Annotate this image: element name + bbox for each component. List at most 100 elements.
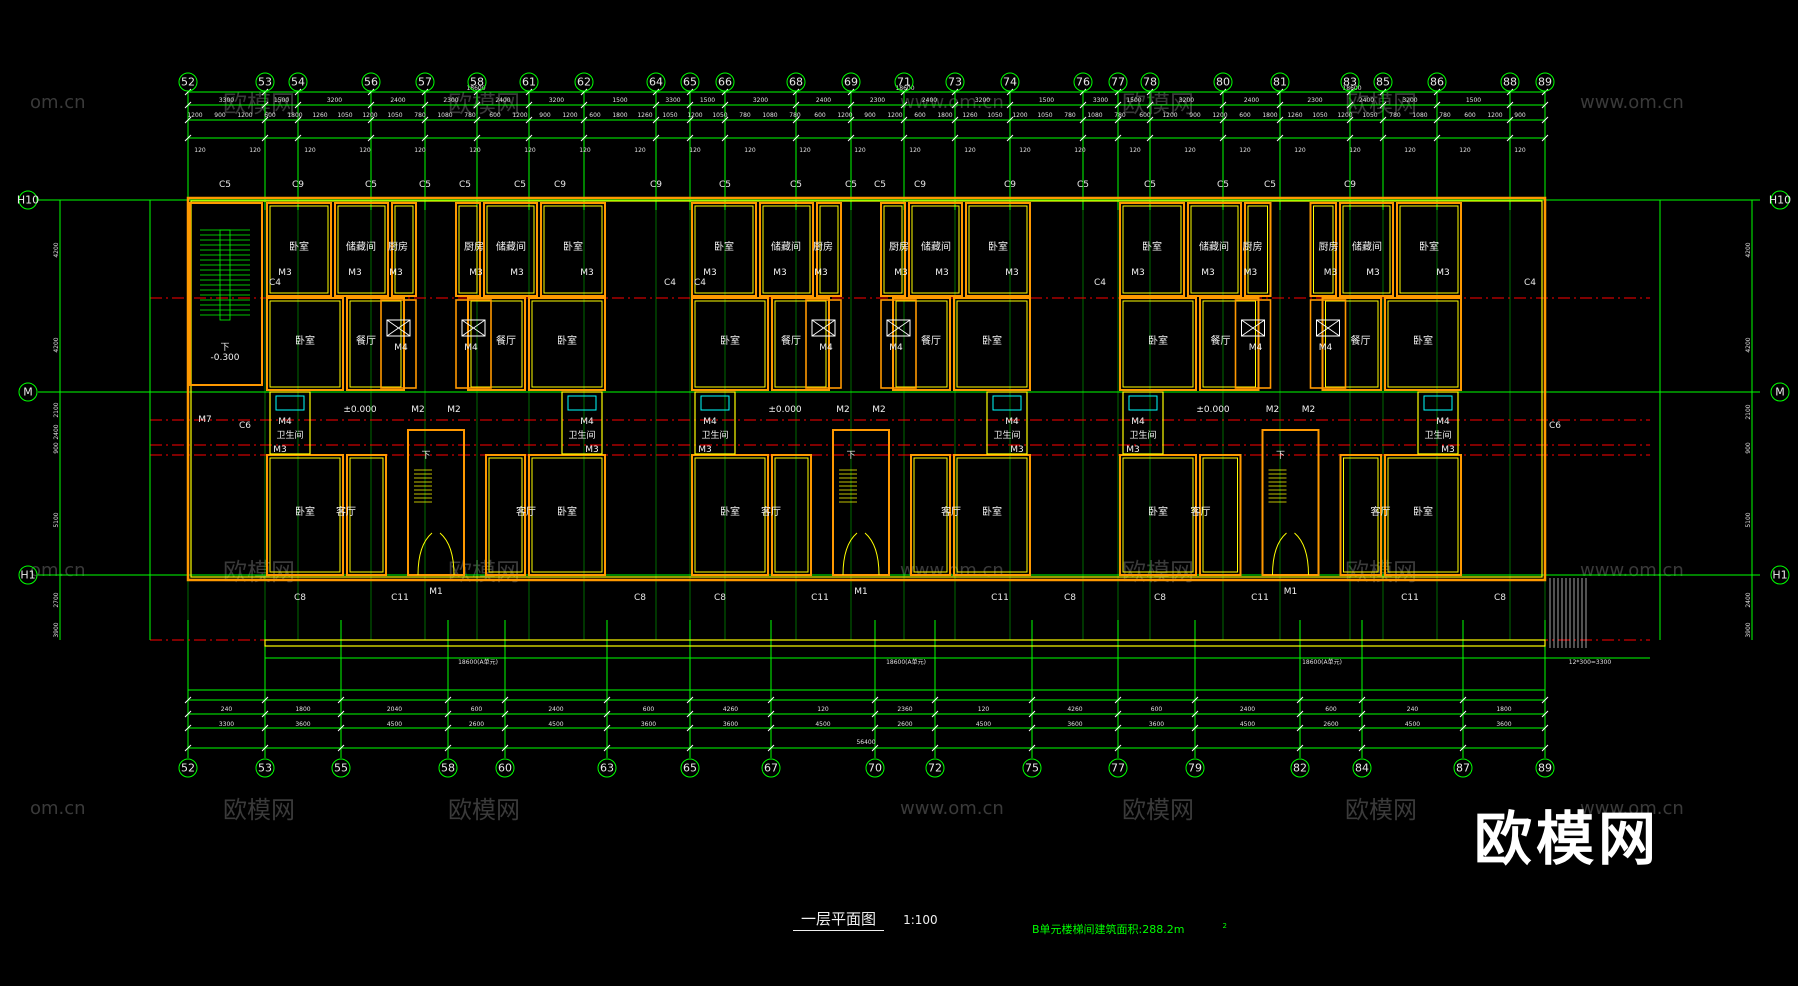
dim-small: 1050 [337,112,352,119]
room-wall [1321,297,1382,391]
dim-tick [792,134,800,142]
bathtub [992,395,1022,411]
dim-tick [1079,116,1087,124]
dim-tick [1114,744,1122,752]
dim-tick [525,134,533,142]
dim-tick [1191,696,1199,704]
window-tag-side: C4 [269,278,281,288]
dim-tick [1219,88,1227,96]
dim-small: 120 [414,147,426,154]
axis-number: 82 [1293,762,1307,775]
dim-tick [444,744,452,752]
dim-small: 780 [1439,112,1451,119]
room-name: 储藏间 [771,240,801,253]
shaft-cross [1316,319,1340,337]
bath-wall [269,391,311,455]
window-tag-top: C5 [1217,180,1229,190]
door-tag-room: M3 [1324,268,1338,278]
room-name: 卧室 [563,240,583,253]
axis-number: H10 [17,194,39,207]
door-tag-room: M3 [1244,268,1258,278]
dim-tick [931,710,939,718]
room-wall-inner [1202,300,1256,388]
dim-tick [261,116,269,124]
room-wall-inner [486,205,535,294]
bath-name: 卫生间 [701,429,728,441]
room-name: 餐厅 [1351,334,1371,347]
door-tag-main: M1 [1284,587,1298,597]
dim-tick [900,88,908,96]
dim-tick [1028,744,1036,752]
room-name: 卧室 [557,334,577,347]
dim-value: 2400 [1359,97,1374,104]
room-wall [892,297,951,391]
room-wall-inner [470,300,523,388]
dim-tick [767,696,775,704]
dim-tick [261,696,269,704]
dim-segment: 18600(A单元) [458,658,498,666]
dim-small: 780 [789,112,801,119]
shaft [386,319,411,337]
dim-tick [444,724,452,732]
dim-tick [261,88,269,96]
room-name: 厨房 [388,240,408,253]
dim-small: 600 [589,112,601,119]
bath-wall [561,391,603,455]
dim-value: 2040 [387,706,402,713]
door-tag-room: M3 [1005,268,1019,278]
room-wall [953,297,1031,391]
dim-tick [871,724,879,732]
room-wall [816,202,842,297]
dim-tick [1146,134,1154,142]
dim-small: 1050 [662,112,677,119]
watermark-url: www.om.cn [1580,560,1684,581]
dim-tick [501,744,509,752]
bathtub [1128,395,1158,411]
bath-wall [986,391,1028,455]
dim-tick [501,696,509,704]
axis-bubble [1108,758,1128,778]
dim-tick [1191,724,1199,732]
dim-small: 120 [799,147,811,154]
axis-bubble [680,72,700,92]
dim-tick [184,696,192,704]
room-wall-inner [488,457,523,573]
room-wall [391,202,417,297]
room-wall [483,202,538,297]
dim-tick [473,116,481,124]
room-wall-inner [458,205,478,294]
axis-number: 85 [1376,76,1390,89]
dim-tick [1346,116,1354,124]
dim-small: 120 [1184,147,1196,154]
dim-tick [184,710,192,718]
room-name: 储藏间 [921,240,951,253]
shaft [886,319,911,337]
dim-value: 2400 [495,97,510,104]
dim-tick [652,101,660,109]
room-wall [485,454,526,576]
bath-name: 卫生间 [1424,429,1451,441]
dim-tick [847,101,855,109]
door-swing [1272,532,1287,576]
core-room [1309,299,1347,389]
axis-number: 58 [441,762,455,775]
dim-value: 5100 [1745,512,1752,527]
dim-tick [473,101,481,109]
room-name: 餐厅 [496,334,516,347]
dim-tick [501,724,509,732]
door-tag-room: M3 [773,268,787,278]
core-room [880,299,917,389]
door-tag-main: M1 [429,587,443,597]
axis-bubble [1535,758,1555,778]
drawing-scale: 1:100 [903,913,938,927]
dim-value: 2700 [53,592,60,607]
dim-value: 3600 [1067,721,1082,728]
room-name: 卧室 [1148,334,1168,347]
dim-small: 600 [1139,112,1151,119]
axis-number: 53 [258,762,272,775]
dim-value: 4200 [1745,337,1752,352]
dim-small: 120 [1239,147,1251,154]
window-tag-top: C5 [874,180,886,190]
